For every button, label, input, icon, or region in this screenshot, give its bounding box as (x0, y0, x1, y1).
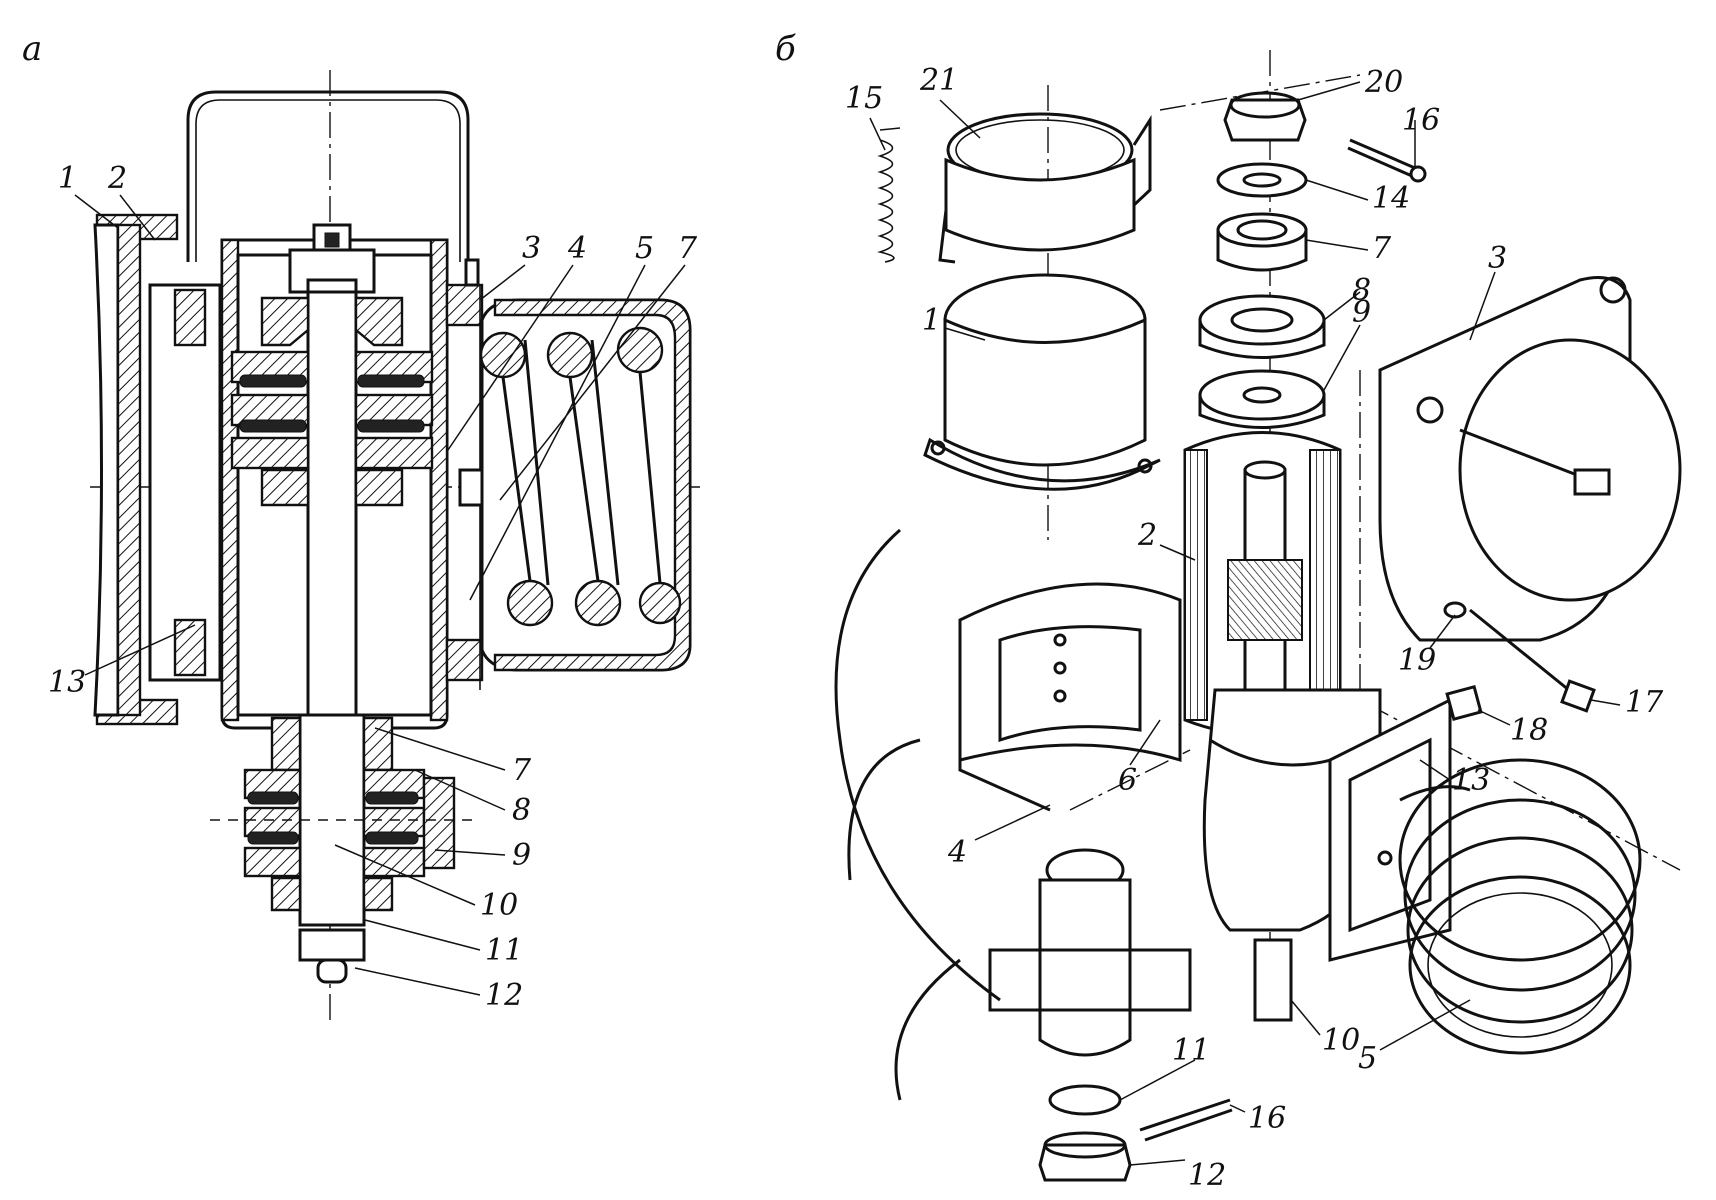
callout-a-2: 2 (107, 161, 127, 196)
callout-b-20: 20 (1364, 65, 1403, 100)
callout-b-12: 12 (1188, 1158, 1226, 1193)
callout-b-17: 17 (1625, 685, 1664, 720)
callout-a-10: 10 (480, 888, 518, 923)
panel-label-a: a (22, 29, 42, 69)
callout-a-9: 9 (512, 838, 531, 873)
callout-b-5: 5 (1358, 1041, 1377, 1076)
callout-b-14: 14 (1372, 181, 1410, 216)
callout-a-1: 1 (58, 161, 77, 196)
callout-a-3: 3 (522, 231, 541, 266)
callout-b-13: 13 (1452, 763, 1490, 798)
callout-b-3: 3 (1488, 241, 1507, 276)
callout-b-2: 2 (1137, 518, 1157, 553)
callout-b-16b: 16 (1248, 1101, 1286, 1136)
panel-b-exploded (834, 50, 1682, 1182)
callout-b-15: 15 (845, 81, 883, 116)
panel-b-callouts: 21 15 20 16 14 7 8 9 3 1 2 19 17 18 6 4 … (845, 63, 1664, 1193)
callout-b-7: 7 (1372, 231, 1392, 266)
callout-a-13: 13 (48, 665, 86, 700)
callout-b-16: 16 (1402, 103, 1440, 138)
panel-a-callouts: 1 2 3 4 5 7 13 7 8 9 10 11 12 (48, 161, 698, 1013)
callout-a-12: 12 (485, 978, 523, 1013)
callout-b-19: 19 (1398, 643, 1436, 678)
panel-b-leaders (869, 81, 1621, 1166)
callout-a-5: 5 (635, 231, 654, 266)
panel-label-b: б (775, 29, 796, 69)
callout-b-10: 10 (1322, 1023, 1360, 1058)
panel-a-section (90, 70, 700, 1020)
callout-b-18: 18 (1510, 713, 1548, 748)
callout-a-8: 8 (512, 793, 531, 828)
callout-b-11: 11 (1172, 1033, 1210, 1068)
callout-b-9: 9 (1352, 295, 1371, 330)
callout-a-11: 11 (485, 933, 523, 968)
callout-b-21: 21 (919, 63, 958, 98)
panel-a-leaders (74, 194, 686, 996)
callout-b-1: 1 (922, 303, 941, 338)
callout-b-6: 6 (1118, 763, 1137, 798)
callout-a-7b: 7 (512, 753, 532, 788)
callout-b-4: 4 (947, 835, 967, 870)
callout-a-4: 4 (567, 231, 587, 266)
callout-a-7: 7 (678, 231, 698, 266)
callout-b-8: 8 (1352, 273, 1371, 308)
